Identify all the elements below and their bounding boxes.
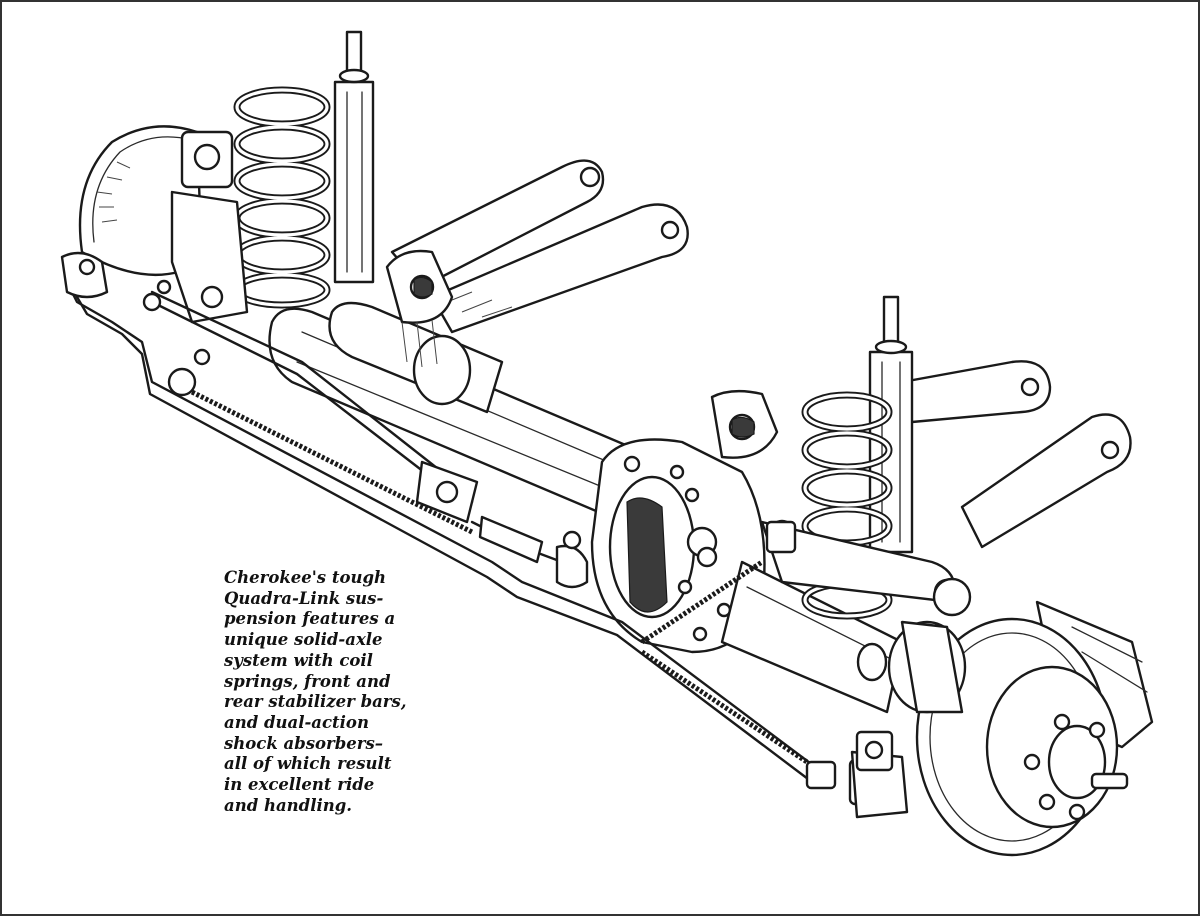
caption-line: system with coil [224, 650, 373, 670]
axle-bolt-details [142, 279, 718, 568]
caption-line: pension features a [224, 609, 396, 629]
caption-line: unique solid-axle [224, 630, 383, 650]
caption-line: and dual-action [224, 712, 369, 732]
caption-line: Quadra-Link sus- [224, 588, 384, 608]
coil-spring-left [233, 86, 331, 309]
stabilizer-link-left [60, 251, 109, 299]
steering-knuckle-left [167, 190, 249, 397]
upper-control-arm-rear [390, 159, 689, 334]
tie-rod [150, 290, 479, 524]
wheel-hub-right [856, 577, 972, 714]
shock-absorber-left [333, 30, 375, 284]
caption-line: all of which result [224, 754, 392, 774]
upper-arm-bracket-left [385, 249, 454, 368]
caption-line: shock absorbers– [224, 733, 383, 753]
upper-arm-bracket-right [710, 389, 779, 459]
caption-line: springs, front and [224, 671, 391, 691]
differential-housing [590, 438, 766, 654]
caption-line: rear stabilizer bars, [224, 692, 407, 712]
steering-knuckle-right [850, 730, 909, 819]
drag-link [470, 515, 589, 589]
caption-text: Cherokee's tough Quadra-Link sus- pensio… [224, 568, 439, 816]
upper-control-arm-right [900, 360, 1132, 549]
caption-line: and handling. [224, 795, 353, 815]
caption-line: Cherokee's tough [224, 568, 386, 587]
caption-line: in excellent ride [224, 775, 375, 795]
